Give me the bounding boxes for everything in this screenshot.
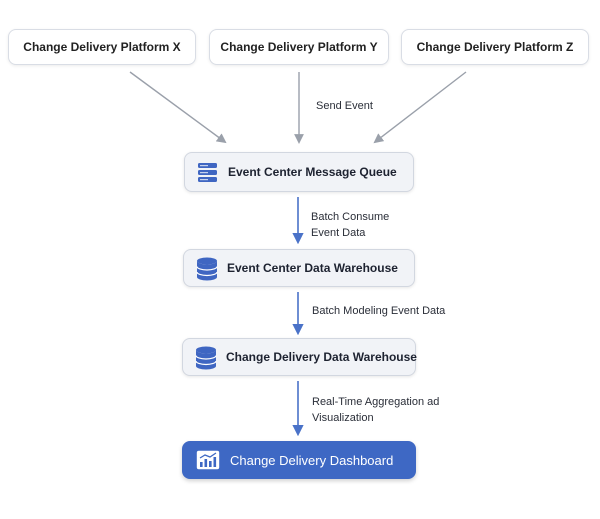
- event-warehouse-node[interactable]: Event Center Data Warehouse: [183, 249, 415, 287]
- realtime-aggregation-label: Real-Time Aggregation ad Visualization: [312, 394, 439, 426]
- arrow-x-to-queue: [129, 71, 227, 144]
- batch-consume-line-2: Event Data: [311, 227, 366, 239]
- stacked-list-icon: [197, 161, 219, 183]
- dashboard-node[interactable]: Change Delivery Dashboard: [182, 441, 416, 479]
- batch-modeling-label: Batch Modeling Event Data: [312, 305, 446, 317]
- change-warehouse-node[interactable]: Change Delivery Data Warehouse: [182, 338, 417, 376]
- realtime-line-2: Visualization: [312, 412, 374, 424]
- arrow-z-to-queue: [373, 71, 467, 144]
- message-queue-node[interactable]: Event Center Message Queue: [184, 152, 414, 192]
- chart-icon: [196, 450, 220, 470]
- database-icon: [195, 346, 217, 370]
- event-warehouse-label: Event Center Data Warehouse: [227, 261, 398, 275]
- dashboard-label: Change Delivery Dashboard: [230, 452, 394, 468]
- platform-y-box[interactable]: Change Delivery Platform Y: [209, 29, 389, 65]
- batch-consume-label: Batch Consume Event Data: [311, 209, 389, 241]
- batch-consume-line-1: Batch Consume: [311, 211, 390, 223]
- platform-z-label: Change Delivery Platform Z: [416, 40, 574, 54]
- change-warehouse-label: Change Delivery Data Warehouse: [226, 350, 417, 364]
- send-event-label: Send Event: [316, 100, 373, 112]
- message-queue-label: Event Center Message Queue: [228, 165, 397, 179]
- platform-y-label: Change Delivery Platform Y: [220, 40, 378, 54]
- platform-x-box[interactable]: Change Delivery Platform X: [8, 29, 196, 65]
- database-icon: [196, 257, 218, 281]
- platform-z-box[interactable]: Change Delivery Platform Z: [401, 29, 589, 65]
- realtime-line-1: Real-Time Aggregation ad: [312, 396, 440, 408]
- platform-x-label: Change Delivery Platform X: [23, 40, 181, 54]
